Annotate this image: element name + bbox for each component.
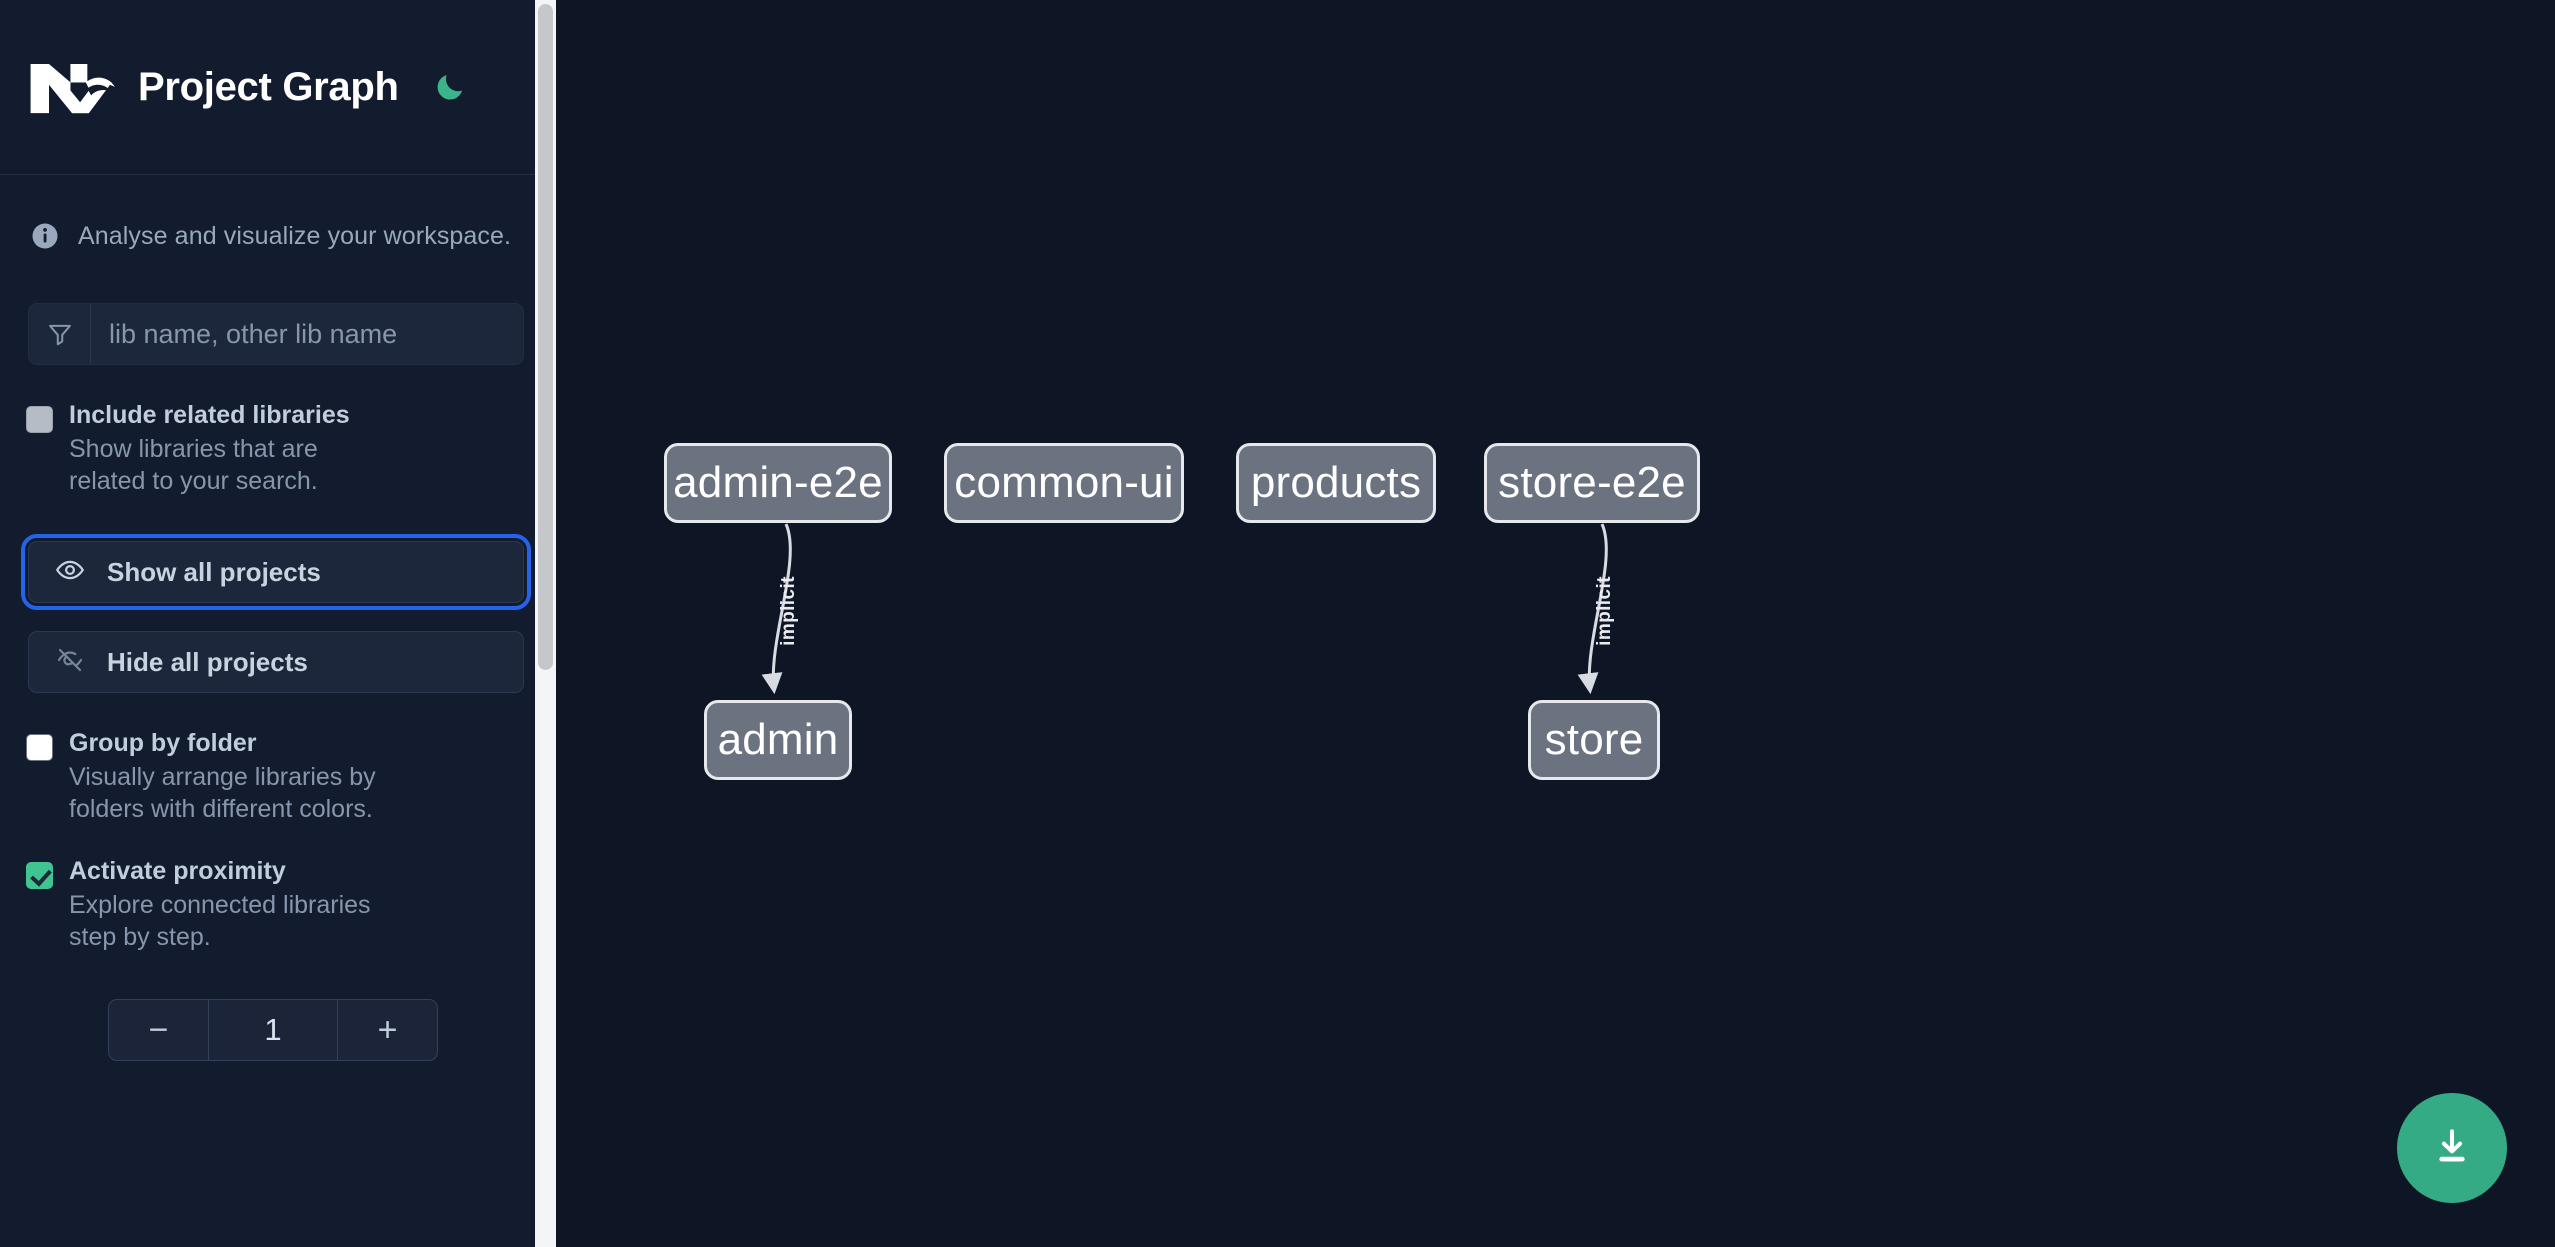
sidebar-scrollbar-track[interactable] [535,0,556,1247]
node-label: products [1250,458,1422,507]
graph-node-admin[interactable]: admin [704,700,852,780]
graph-node-common-ui[interactable]: common-ui [944,443,1184,523]
search-input[interactable] [91,304,523,364]
option-label: Activate proximity [69,857,286,885]
hide-all-projects-label: Hide all projects [107,646,308,677]
eye-off-icon [55,645,85,680]
moon-icon[interactable] [427,64,473,110]
tagline-text: Analyse and visualize your workspace. [78,221,512,250]
option-texts: Include related libraries Show libraries… [69,399,389,497]
graph-canvas[interactable]: admin-e2e common-ui products store-e2e a… [556,0,2555,1247]
option-include-related-libraries[interactable]: Include related libraries Show libraries… [0,399,556,497]
tagline: Analyse and visualize your workspace. [0,175,556,251]
proximity-stepper: − 1 + [108,999,438,1061]
sidebar: Project Graph Analyse and visualize your… [0,0,556,1247]
download-graph-button[interactable] [2397,1093,2507,1203]
edge-admin-e2e-admin [761,523,792,695]
graph-node-store-e2e[interactable]: store-e2e [1484,443,1700,523]
graph-node-products[interactable]: products [1236,443,1436,523]
graph-node-store[interactable]: store [1528,700,1660,780]
option-description: Explore connected libraries step by step… [69,891,371,951]
nx-logo [26,56,118,118]
sidebar-scrollbar-thumb[interactable] [538,4,553,670]
option-description: Visually arrange libraries by folders wi… [69,763,376,823]
node-label: common-ui [954,458,1174,507]
show-all-projects-button[interactable]: Show all projects [21,534,531,610]
option-texts: Group by folder Visually arrange librari… [69,727,389,825]
graph-edges [761,523,1608,695]
edge-label-store-implicit: implicit [1593,576,1615,646]
eye-icon [55,555,85,590]
group-by-folder-checkbox[interactable] [26,734,53,761]
proximity-decrement-button[interactable]: − [109,1000,209,1060]
edge-label-admin-implicit: implicit [777,576,799,646]
search-box [28,303,524,365]
proximity-value[interactable]: 1 [264,1012,282,1047]
info-icon [30,221,60,251]
edge-store-e2e-store [1577,523,1608,695]
node-label: store-e2e [1498,458,1686,507]
option-group-by-folder[interactable]: Group by folder Visually arrange librari… [0,727,556,825]
page-title: Project Graph [138,64,399,109]
filter-icon[interactable] [29,304,91,364]
option-activate-proximity[interactable]: Activate proximity Explore connected lib… [0,855,556,953]
sidebar-header: Project Graph [0,0,556,175]
graph-node-admin-e2e[interactable]: admin-e2e [664,443,892,523]
show-all-projects-label: Show all projects [107,556,321,587]
option-description: Show libraries that are related to your … [69,435,318,495]
node-label: admin [717,715,839,764]
option-texts: Activate proximity Explore connected lib… [69,855,389,953]
option-label: Include related libraries [69,401,350,429]
include-related-libraries-checkbox[interactable] [26,406,53,433]
proximity-increment-button[interactable]: + [337,1000,437,1060]
hide-all-projects-button[interactable]: Hide all projects [28,631,524,693]
activate-proximity-checkbox[interactable] [26,862,53,889]
node-label: store [1544,715,1644,764]
download-icon [2430,1125,2474,1172]
sidebar-body: Analyse and visualize your workspace. In… [0,175,556,1061]
option-label: Group by folder [69,729,257,757]
node-label: admin-e2e [673,458,883,507]
